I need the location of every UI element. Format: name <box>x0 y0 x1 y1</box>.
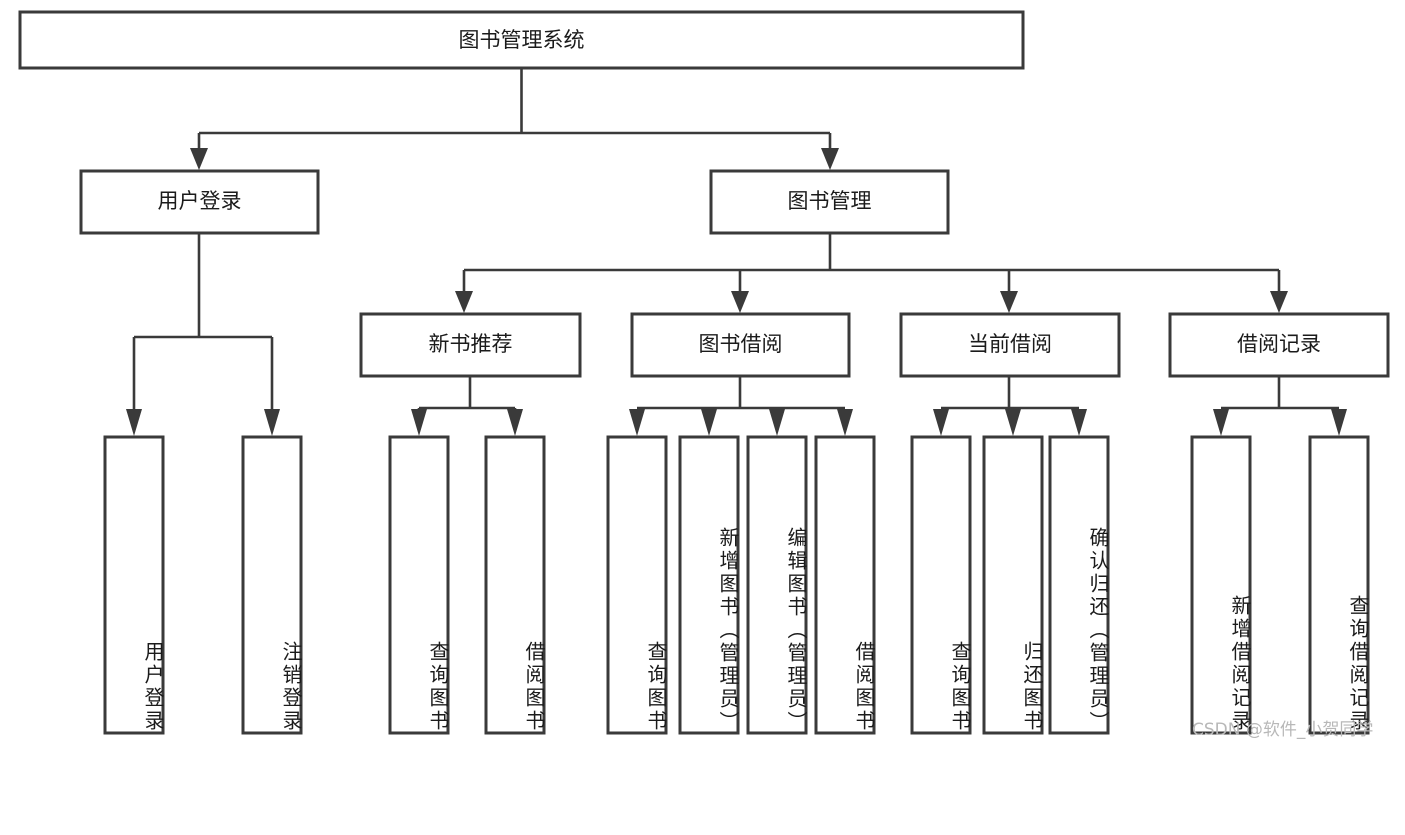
arrowhead-leaf-query-borrow-record <box>1331 409 1347 436</box>
arrowhead-leaf-borrow-book <box>837 409 853 436</box>
arrowhead-leaf-user-login <box>126 409 142 436</box>
node-borrow-record[interactable]: 借阅记录 <box>1168 312 1390 378</box>
node-book-management[interactable]: 图书管理 <box>709 169 950 235</box>
node-leaf-query-borrow-record-box[interactable] <box>1308 435 1370 735</box>
arrowhead-leaf-return-book <box>1005 409 1021 436</box>
arrowhead-leaf-confirm-return-admin <box>1071 409 1087 436</box>
arrowhead-leaf-add-borrow-record <box>1213 409 1229 436</box>
flowchart-svg: 图书管理系统 用户登录 图书管理 新书推荐 图书借阅 当前借阅 借阅记录 <box>18 10 1390 735</box>
node-borrow-record-box[interactable] <box>1168 312 1390 378</box>
arrowhead-user-login <box>190 148 208 170</box>
arrowhead-new-book-recommend <box>455 291 473 313</box>
node-leaf-confirm-return-admin-box[interactable] <box>1048 435 1110 735</box>
node-book-borrow[interactable]: 图书借阅 <box>630 312 851 378</box>
arrowhead-book-borrow <box>731 291 749 313</box>
node-current-borrow-box[interactable] <box>899 312 1121 378</box>
node-book-borrow-box[interactable] <box>630 312 851 378</box>
node-leaf-borrow-book-recommend-box[interactable] <box>484 435 546 735</box>
node-user-login[interactable]: 用户登录 <box>79 169 320 235</box>
diagram-canvas-container: 图书管理系统 用户登录 图书管理 新书推荐 图书借阅 当前借阅 借阅记录 <box>18 10 1390 740</box>
arrowhead-leaf-logout <box>264 409 280 436</box>
node-leaf-query-book-recommend-box[interactable] <box>388 435 450 735</box>
node-new-book-recommend-label: 新书推荐 <box>429 332 513 356</box>
node-leaf-query-book-current-box[interactable] <box>910 435 972 735</box>
node-user-login-label: 用户登录 <box>158 189 242 213</box>
node-new-book-recommend[interactable]: 新书推荐 <box>359 312 582 378</box>
node-root-box[interactable] <box>18 10 1025 70</box>
arrowhead-leaf-query-book-current <box>933 409 949 436</box>
arrowhead-current-borrow <box>1000 291 1018 313</box>
connectors-layer <box>126 68 1347 436</box>
arrowhead-leaf-query-book-recommend <box>411 409 427 436</box>
node-book-management-box[interactable] <box>709 169 950 235</box>
node-leaf-add-book-admin-box[interactable] <box>678 435 740 735</box>
node-leaf-edit-book-admin-box[interactable] <box>746 435 808 735</box>
node-current-borrow[interactable]: 当前借阅 <box>899 312 1121 378</box>
node-root[interactable]: 图书管理系统 <box>18 10 1025 70</box>
arrowhead-book-management <box>821 148 839 170</box>
node-root-label: 图书管理系统 <box>459 28 585 52</box>
csdn-watermark: CSDN @软件_小贺同学 <box>1192 720 1374 740</box>
leaf-boxes-layer <box>103 435 1370 735</box>
arrowhead-leaf-query-book-borrow <box>629 409 645 436</box>
arrowhead-leaf-add-book-admin <box>701 409 717 436</box>
arrowhead-leaf-edit-book-admin <box>769 409 785 436</box>
node-current-borrow-label: 当前借阅 <box>968 332 1052 356</box>
node-user-login-box[interactable] <box>79 169 320 235</box>
node-leaf-user-login-box[interactable] <box>103 435 165 735</box>
arrowhead-leaf-borrow-book-recommend <box>507 409 523 436</box>
arrowhead-borrow-record <box>1270 291 1288 313</box>
node-leaf-query-book-borrow-box[interactable] <box>606 435 668 735</box>
node-leaf-logout-box[interactable] <box>241 435 303 735</box>
node-leaf-add-borrow-record-box[interactable] <box>1190 435 1252 735</box>
node-new-book-recommend-box[interactable] <box>359 312 582 378</box>
node-borrow-record-label: 借阅记录 <box>1237 332 1321 356</box>
node-leaf-return-book-box[interactable] <box>982 435 1044 735</box>
node-book-borrow-label: 图书借阅 <box>699 332 783 356</box>
node-leaf-borrow-book-box[interactable] <box>814 435 876 735</box>
node-book-management-label: 图书管理 <box>788 189 872 213</box>
